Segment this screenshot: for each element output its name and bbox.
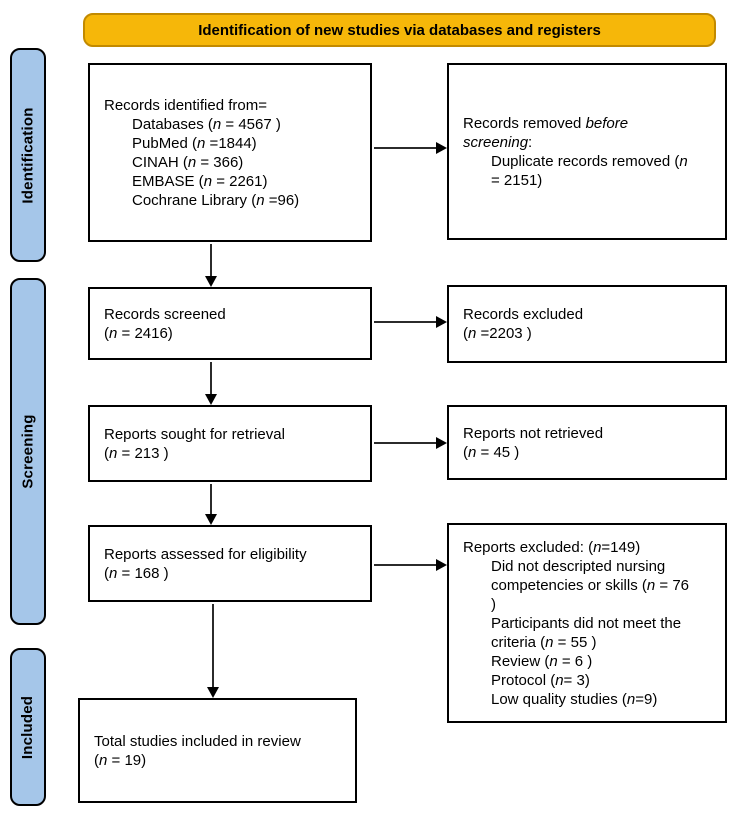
box-text-line: Reports assessed for eligibility — [104, 545, 307, 563]
box-text-line: screening: — [463, 133, 533, 151]
banner-identification-header: Identification of new studies via databa… — [83, 13, 716, 47]
box-text-line: criteria (n = 55 ) — [491, 633, 597, 651]
box-records-identified: Records identified from=Databases (n = 4… — [88, 63, 372, 242]
banner-label: Identification of new studies via databa… — [198, 21, 601, 39]
box-text-line: Total studies included in review — [94, 732, 301, 750]
arrow-right-identified-to-removed — [374, 142, 447, 154]
stage-label-screening: Screening — [19, 414, 37, 489]
box-text-line: Low quality studies (n=9) — [491, 690, 658, 708]
box-text-line: Reports excluded: (n=149) — [463, 538, 641, 556]
box-text-line: EMBASE (n = 2261) — [132, 172, 268, 190]
stage-strip-identification: Identification — [10, 48, 46, 262]
box-text-line: Records excluded — [463, 306, 584, 323]
arrow-down-assessed-to-included — [207, 604, 219, 698]
box-text-line: Cochrane Library (n =96) — [132, 191, 300, 209]
box-text-line: PubMed (n =1844) — [132, 134, 257, 152]
arrow-right-screened-to-excluded — [374, 316, 447, 328]
box-text-line: Participants did not meet the — [491, 614, 682, 632]
arrow-right-sought-to-not-retrieved — [374, 437, 447, 449]
arrow-down-sought-to-assessed — [205, 484, 217, 525]
box-records-screened: Records screened(n = 2416) — [88, 287, 372, 360]
box-text-line: Records identified from= — [104, 96, 267, 114]
box-text-line: Records screened — [104, 305, 226, 323]
box-text-line: CINAH (n = 366) — [132, 153, 244, 171]
box-text-line: ) — [491, 595, 496, 613]
arrow-down-identified-to-screened — [205, 244, 217, 287]
box-text-line: (n = 213 ) — [104, 444, 169, 462]
box-text-line: (n = 45 ) — [463, 443, 520, 461]
box-text-line: Records removed before — [463, 114, 629, 132]
box-text-line: = 2151) — [491, 171, 543, 189]
box-text-line: Did not descripted nursing — [491, 557, 666, 575]
arrow-down-screened-to-sought — [205, 362, 217, 405]
stage-label-identification: Identification — [19, 106, 37, 204]
box-text-line: competencies or skills (n = 76 — [491, 576, 690, 594]
arrow-right-assessed-to-excluded — [374, 559, 447, 571]
stage-strip-included: Included — [10, 648, 46, 806]
box-reports-assessed-for-eligibility: Reports assessed for eligibility(n = 168… — [88, 525, 372, 602]
box-text-line: (n = 2416) — [104, 324, 173, 342]
stage-strip-screening: Screening — [10, 278, 46, 625]
box-text-line: Reports not retrieved — [463, 424, 604, 442]
box-text-line: Reports sought for retrieval — [104, 425, 285, 443]
box-text-line: (n = 19) — [94, 751, 147, 769]
box-text-line: (n =2203 ) — [463, 325, 532, 342]
box-reports-not-retrieved: Reports not retrieved(n = 45 ) — [447, 405, 727, 480]
box-records-excluded: Records excluded (n =2203 ) — [447, 285, 727, 363]
box-reports-excluded-reasons: Reports excluded: (n=149)Did not descrip… — [447, 523, 727, 723]
box-reports-sought-for-retrieval: Reports sought for retrieval(n = 213 ) — [88, 405, 372, 482]
box-text-line: Duplicate records removed (n — [491, 152, 688, 170]
box-text-line: Databases (n = 4567 ) — [132, 115, 281, 133]
box-total-studies-included: Total studies included in review(n = 19) — [78, 698, 357, 803]
box-text-line: Review (n = 6 ) — [491, 652, 593, 670]
box-text-line: (n = 168 ) — [104, 564, 169, 582]
box-text-line: Protocol (n= 3) — [491, 671, 590, 689]
stage-label-included: Included — [19, 695, 37, 759]
